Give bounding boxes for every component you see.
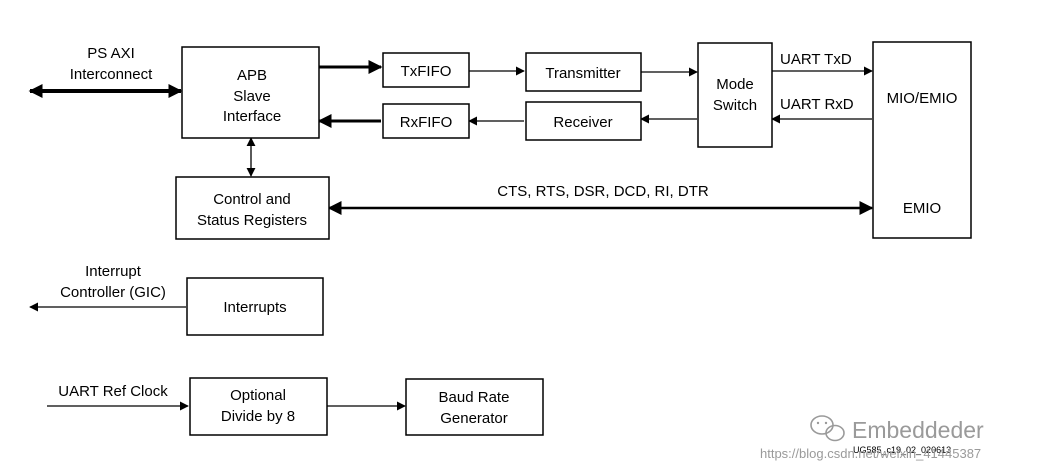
mode-switch-block: Mode Switch [697, 42, 773, 148]
ps-axi-label-line1: PS AXI [87, 45, 135, 62]
wechat-icon [810, 415, 845, 442]
uart-ref-clock-label: UART Ref Clock [58, 383, 168, 400]
emio-label: EMIO [903, 200, 941, 217]
ps-axi-label-line2: Interconnect [70, 66, 153, 83]
optional-divide-label-line2: Divide by 8 [221, 408, 295, 425]
figure-id-label: UG585_c19_02_020613 [853, 445, 951, 455]
interrupts-label: Interrupts [223, 299, 286, 316]
optional-divide-block: Optional Divide by 8 [189, 377, 328, 436]
txfifo-label: TxFIFO [401, 63, 452, 80]
mode-switch-label-line1: Mode [716, 76, 754, 93]
interrupt-controller-label-line1: Interrupt [85, 263, 142, 280]
baud-rate-generator-block: Baud Rate Generator [405, 378, 544, 436]
uart-txd-label: UART TxD [780, 51, 852, 68]
apb-slave-interface-block: APB Slave Interface [181, 46, 320, 139]
optional-divide-label-line1: Optional [230, 387, 286, 404]
mio-emio-label: MIO/EMIO [887, 90, 958, 107]
connections [28, 60, 874, 411]
apb-label-line3: Interface [223, 108, 281, 125]
modem-lines-label: CTS, RTS, DSR, DCD, RI, DTR [497, 183, 709, 200]
baud-rate-label-line1: Baud Rate [439, 389, 510, 406]
mio-emio-block: MIO/EMIO EMIO [872, 41, 972, 239]
apb-label-line1: APB [237, 67, 267, 84]
control-status-label-line2: Status Registers [197, 212, 307, 229]
apb-label-line2: Slave [233, 88, 271, 105]
interrupts-block: Interrupts [186, 277, 324, 336]
receiver-label: Receiver [553, 114, 612, 131]
baud-rate-label-line2: Generator [440, 410, 508, 427]
transmitter-block: Transmitter [525, 52, 642, 92]
control-status-registers-block: Control and Status Registers [175, 176, 330, 240]
mode-switch-label-line2: Switch [713, 97, 757, 114]
rxfifo-label: RxFIFO [400, 114, 453, 131]
control-status-label-line1: Control and [213, 191, 291, 208]
watermark-url: https://blog.csdn.net/weixin_41445387 [760, 446, 981, 461]
watermark-brand: Embeddeder [852, 417, 984, 443]
txfifo-block: TxFIFO [382, 52, 470, 88]
interrupt-controller-label-line2: Controller (GIC) [60, 284, 166, 301]
uart-rxd-label: UART RxD [780, 96, 854, 113]
transmitter-label: Transmitter [545, 65, 620, 82]
receiver-block: Receiver [525, 101, 642, 141]
rxfifo-block: RxFIFO [382, 103, 470, 139]
